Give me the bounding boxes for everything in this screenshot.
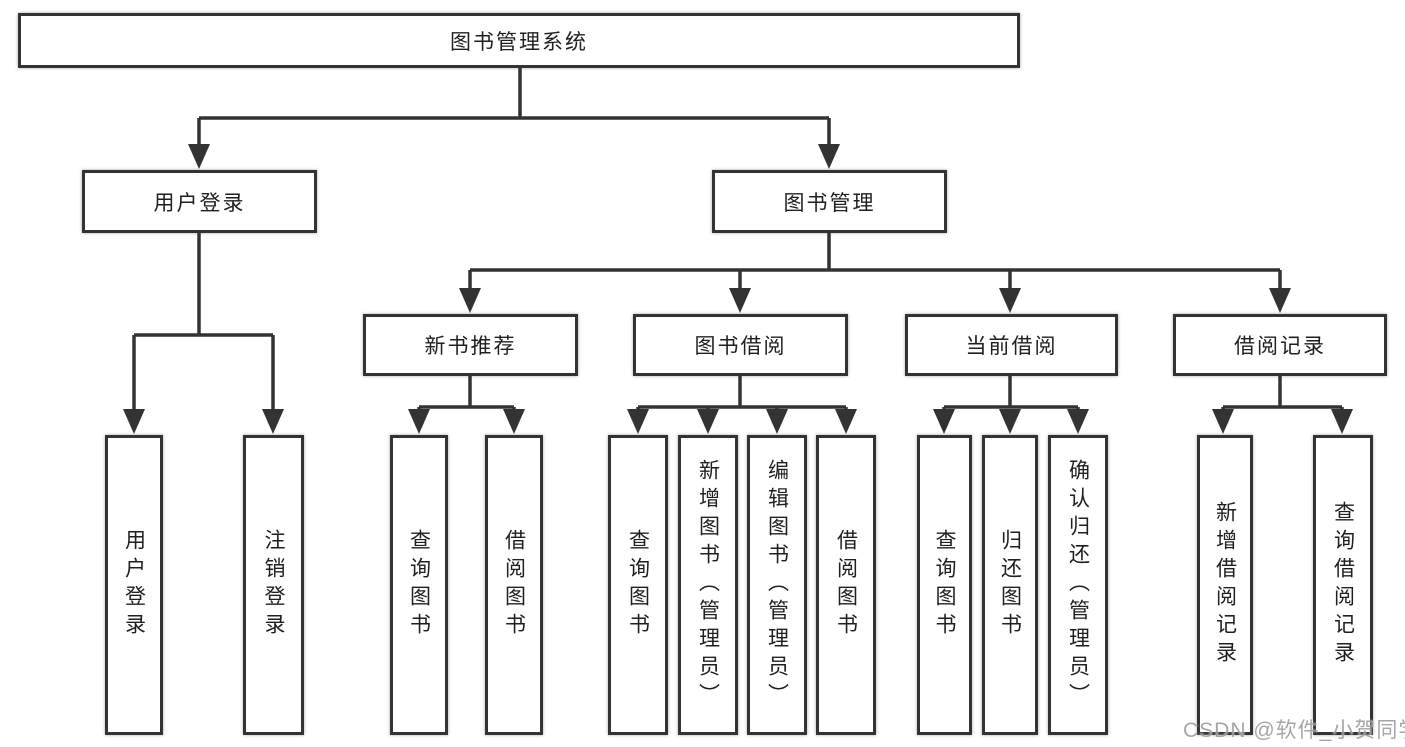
leaf-current-confirm-return-admin: 确认归还（管理员） bbox=[1048, 435, 1108, 735]
node-current-borrow-label: 当前借阅 bbox=[965, 335, 1058, 358]
node-book-borrow-label: 图书借阅 bbox=[694, 335, 787, 358]
node-user-login-label: 用户登录 bbox=[153, 191, 246, 215]
leaf-user-login: 用户登录 bbox=[105, 435, 163, 735]
leaf-current-query-books-label: 查询图书 bbox=[933, 529, 956, 641]
leaf-current-return-books: 归还图书 bbox=[982, 435, 1038, 735]
node-book-management: 图书管理 bbox=[712, 170, 947, 233]
node-current-borrow: 当前借阅 bbox=[905, 314, 1118, 376]
node-root-label: 图书管理系统 bbox=[450, 30, 588, 54]
leaf-borrow-borrow-books-label: 借阅图书 bbox=[834, 529, 858, 641]
leaf-recommend-borrow-books-label: 借阅图书 bbox=[502, 529, 526, 641]
leaf-recommend-query-books-label: 查询图书 bbox=[407, 529, 431, 641]
leaf-current-query-books: 查询图书 bbox=[917, 435, 972, 735]
node-user-login: 用户登录 bbox=[82, 170, 317, 233]
leaf-current-return-books-label: 归还图书 bbox=[998, 529, 1022, 641]
leaf-records-add-record: 新增借阅记录 bbox=[1197, 435, 1253, 735]
node-new-book-recommend-label: 新书推荐 bbox=[424, 335, 517, 358]
node-root: 图书管理系统 bbox=[18, 13, 1020, 68]
csdn-watermark: CSDN @软件_小贺同学 bbox=[1183, 719, 1405, 742]
leaf-borrow-add-books-admin: 新增图书（管理员） bbox=[678, 435, 738, 735]
leaf-user-login-label: 用户登录 bbox=[122, 529, 146, 641]
node-book-borrow: 图书借阅 bbox=[633, 314, 848, 376]
arrowheads bbox=[123, 144, 1353, 434]
node-borrow-records-label: 借阅记录 bbox=[1234, 335, 1326, 358]
node-book-management-label: 图书管理 bbox=[783, 191, 876, 215]
leaf-borrow-query-books-label: 查询图书 bbox=[626, 529, 650, 641]
leaf-borrow-query-books: 查询图书 bbox=[608, 435, 668, 735]
leaf-recommend-query-books: 查询图书 bbox=[390, 435, 448, 735]
leaf-borrow-add-books-admin-label: 新增图书（管理员） bbox=[696, 459, 720, 711]
leaf-records-query-record-label: 查询借阅记录 bbox=[1331, 501, 1355, 669]
leaf-current-confirm-return-admin-label: 确认归还（管理员） bbox=[1066, 459, 1090, 711]
leaf-borrow-borrow-books: 借阅图书 bbox=[816, 435, 876, 735]
leaf-records-add-record-label: 新增借阅记录 bbox=[1213, 501, 1237, 669]
leaf-records-query-record: 查询借阅记录 bbox=[1313, 435, 1373, 735]
leaf-recommend-borrow-books: 借阅图书 bbox=[485, 435, 543, 735]
leaf-logout-label: 注销登录 bbox=[262, 529, 285, 641]
leaf-borrow-edit-books-admin: 编辑图书（管理员） bbox=[747, 435, 807, 735]
node-new-book-recommend: 新书推荐 bbox=[363, 314, 578, 376]
leaf-borrow-edit-books-admin-label: 编辑图书（管理员） bbox=[765, 459, 789, 711]
leaf-logout: 注销登录 bbox=[243, 435, 304, 735]
node-borrow-records: 借阅记录 bbox=[1173, 314, 1387, 376]
